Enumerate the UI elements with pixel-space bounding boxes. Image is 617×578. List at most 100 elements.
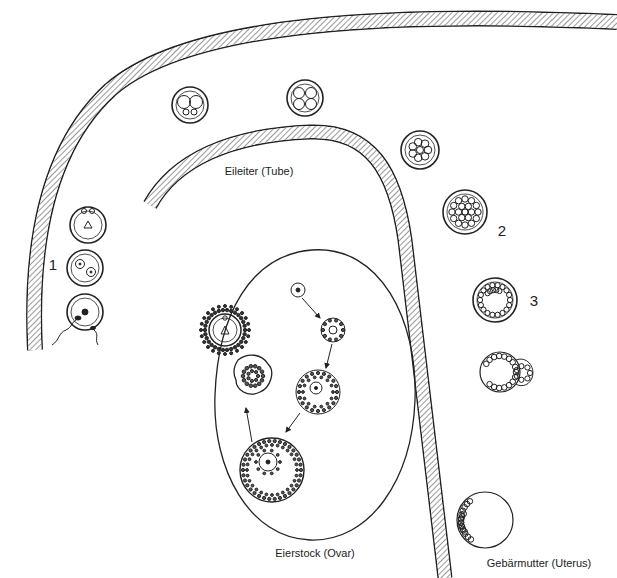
- embryo-stage: [495, 312, 500, 317]
- tube-wall: [34, 18, 617, 350]
- follicle: [242, 463, 245, 466]
- follicle: [213, 346, 216, 349]
- follicle: [241, 374, 245, 378]
- embryo-stage: [507, 297, 512, 302]
- follicle: [249, 488, 252, 491]
- follicle: [259, 453, 277, 471]
- follicle: [241, 346, 244, 349]
- embryo-stage: [465, 203, 471, 209]
- embryo-stage: [191, 109, 197, 115]
- follicle: [297, 390, 300, 393]
- sequence-arrow: [286, 413, 300, 432]
- follicle: [217, 347, 220, 350]
- follicle: [240, 317, 243, 320]
- follicle: [243, 479, 246, 482]
- follicle: [293, 458, 296, 461]
- follicle: [299, 474, 302, 477]
- follicle: [295, 463, 298, 466]
- sperm-cell: [52, 320, 76, 345]
- follicle: [273, 440, 276, 443]
- tube-wall: [34, 18, 617, 350]
- follicle: [249, 365, 253, 369]
- embryo-stage: [490, 283, 495, 288]
- follicle: [236, 308, 239, 311]
- follicle: [230, 305, 233, 308]
- follicle: [268, 497, 271, 500]
- follicle: [245, 366, 249, 370]
- embryo-stage: [178, 96, 191, 109]
- embryo-stage: [84, 221, 92, 228]
- follicle: [217, 309, 220, 312]
- follicle: [276, 468, 279, 471]
- follicle: [260, 491, 263, 494]
- embryo-stage: [90, 209, 95, 214]
- follicle: [242, 474, 245, 477]
- embryo-stage: [497, 288, 502, 293]
- embryo-stage: [294, 88, 305, 99]
- follicle: [299, 463, 302, 466]
- follicle: [250, 370, 253, 373]
- follicle: [303, 384, 306, 387]
- follicle: [200, 329, 203, 332]
- sperm-cell: [91, 326, 96, 329]
- embryo-stage: [449, 209, 455, 215]
- follicle: [340, 334, 343, 337]
- follicle: [323, 334, 326, 337]
- embryo-stage: [67, 250, 103, 286]
- callout-number: 1: [46, 256, 60, 273]
- follicle: [290, 453, 293, 456]
- embryo-stage: [525, 365, 530, 370]
- follicle: [244, 317, 247, 320]
- embryo-stage: [467, 499, 473, 505]
- follicle: [292, 449, 295, 452]
- embryo-stage: [465, 214, 471, 220]
- follicle: [247, 322, 250, 325]
- embryo-stage: [306, 88, 317, 99]
- follicle: [256, 374, 259, 377]
- follicle: [286, 449, 289, 452]
- follicle: [313, 376, 316, 379]
- ovary-outline: [215, 250, 415, 540]
- follicle: [230, 352, 233, 355]
- follicle: [246, 474, 249, 477]
- follicle: [330, 384, 333, 387]
- follicle: [255, 378, 258, 381]
- embryo-stage: [477, 297, 482, 302]
- follicle: [255, 461, 258, 464]
- follicle: [217, 305, 220, 308]
- sequence-arrow: [246, 298, 332, 442]
- tube-wall: [150, 132, 445, 578]
- region-label: Gebärmutter (Uterus): [466, 557, 612, 570]
- follicle: [335, 396, 338, 399]
- follicle: [273, 497, 276, 500]
- follicle: [281, 491, 284, 494]
- region-label: Eierstock (Ovar): [245, 547, 385, 560]
- follicle: [313, 405, 316, 408]
- follicle: [243, 333, 246, 336]
- embryo-stage: [405, 135, 435, 165]
- embryo-stage: [76, 260, 85, 269]
- ovary-outline: [215, 250, 415, 540]
- follicle: [302, 391, 305, 394]
- tube-wall: [34, 18, 617, 350]
- follicle: [270, 472, 273, 475]
- embryo-stage: [183, 109, 189, 115]
- follicle: [323, 323, 326, 326]
- follicle: [207, 340, 210, 343]
- follicle: [335, 319, 338, 322]
- follicle: [332, 391, 335, 394]
- follicle: [328, 375, 331, 378]
- embryo-stage: [409, 143, 417, 151]
- tube-wall: [150, 132, 445, 578]
- follicle: [245, 382, 249, 386]
- follicle: [283, 442, 286, 445]
- embryo-stage: [507, 292, 512, 297]
- embryo-stage: [527, 370, 532, 375]
- embryo-stage: [477, 282, 513, 318]
- callout-number: 3: [527, 292, 541, 309]
- follicle: [292, 488, 295, 491]
- follicle: [236, 349, 239, 352]
- follicle: [310, 382, 322, 394]
- follicle: [253, 445, 256, 448]
- sperm-cell: [75, 316, 81, 320]
